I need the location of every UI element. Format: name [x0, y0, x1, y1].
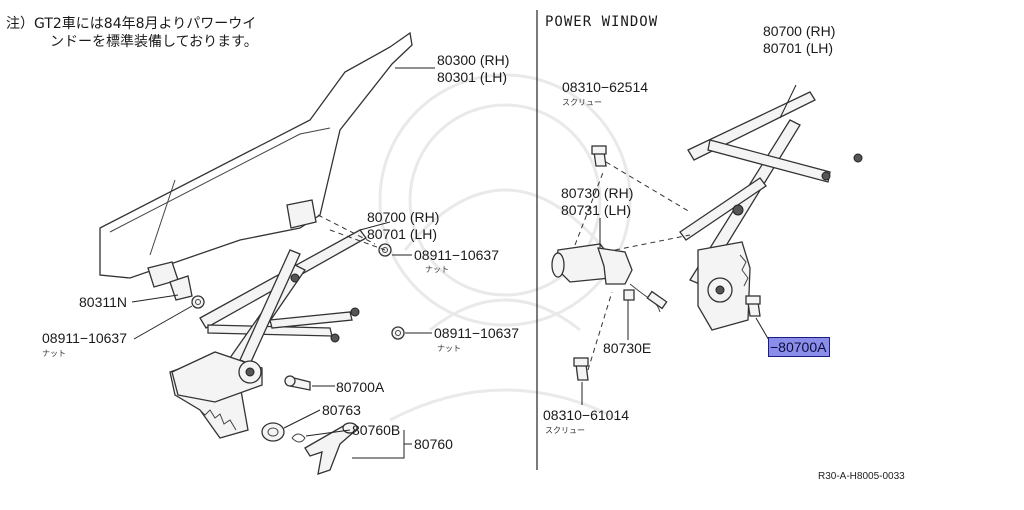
dash-lower-screw	[587, 291, 613, 371]
door-glass	[99, 31, 413, 279]
regulator-base-plate	[171, 351, 263, 403]
watermark-emblem	[378, 73, 632, 422]
label-handle: 80760	[414, 436, 453, 452]
right-regulator-arm-b	[707, 139, 831, 183]
motor-gearbox	[597, 247, 633, 285]
roller-stud	[853, 153, 863, 163]
label-regulator-lh: 80701 (LH)	[367, 226, 438, 242]
label-motor-lh: 80731 (LH)	[561, 202, 632, 218]
door-glass-guide-line	[149, 179, 176, 256]
dash-regulator	[329, 229, 386, 251]
label-washer: 80763	[322, 402, 361, 418]
label-nut-upper: 08911−10637	[414, 247, 499, 263]
label-screw-lower: 08310−61014	[543, 407, 630, 423]
label-nut-upper-sub: ナット	[425, 265, 449, 274]
nut-mid-hole	[395, 330, 401, 336]
roller-stud	[350, 307, 360, 317]
handle-clip-80760b	[291, 433, 306, 443]
right-regulator-arm-c	[679, 177, 767, 241]
label-nut-mid-sub: ナット	[437, 344, 461, 353]
leader-regulator	[359, 221, 391, 231]
label-nut-left-sub: ナット	[42, 349, 66, 358]
label-glass-rh: 80300 (RH)	[437, 52, 510, 68]
label-glass-lh: 80301 (LH)	[437, 69, 508, 85]
regulator-arm-c	[239, 249, 301, 365]
roller-stud	[290, 273, 300, 283]
roller-stud	[330, 333, 340, 343]
section-title: POWER WINDOW	[545, 14, 659, 30]
leader-clip	[131, 294, 179, 303]
motor-plug	[646, 290, 668, 310]
right-drive-gear-hub	[715, 285, 725, 295]
label-screw-lower-sub: スクリュー	[545, 426, 585, 435]
bolt-head	[284, 375, 296, 387]
leader-handle-clip	[305, 429, 351, 437]
screw-head	[573, 357, 589, 367]
leader-bolt-highlighted	[755, 317, 771, 343]
label-motor-part: 80730E	[603, 340, 652, 356]
bolt-head	[745, 295, 761, 305]
washer-inner	[267, 427, 279, 437]
roller-stud	[821, 171, 831, 181]
drive-gear-hub	[245, 367, 255, 377]
screw-head	[591, 145, 607, 155]
washer-80763	[261, 422, 285, 442]
nut-mid	[391, 326, 405, 340]
label-screw-upper-sub: スクリュー	[562, 98, 602, 107]
glass-channel-bracket	[286, 199, 317, 229]
label-handle-clip: 80760B	[352, 422, 401, 438]
dash-motor-to-regulator	[614, 234, 691, 251]
gear-teeth	[199, 409, 237, 431]
label-clip: 80311N	[79, 294, 128, 310]
label-regulator-rh: 80700 (RH)	[367, 209, 440, 225]
label-motor-rh: 80730 (RH)	[561, 185, 634, 201]
dash-screw-to-regulator	[605, 161, 691, 213]
motor-end-cap	[551, 252, 565, 278]
label-right-regulator-lh: 80701 (LH)	[763, 40, 834, 56]
nut-upper-hole	[382, 247, 388, 253]
door-glass-inner-edge	[109, 127, 331, 233]
label-nut-mid: 08911−10637	[434, 325, 519, 341]
note-line-2: ンドーを標準装備しております。	[50, 34, 258, 50]
dash-motor-up	[574, 169, 605, 246]
label-right-regulator-rh: 80700 (RH)	[763, 23, 836, 39]
glass-clip-80311n	[169, 275, 193, 301]
bracket-80760	[352, 430, 412, 459]
roller-stud	[732, 204, 744, 216]
regulator-arm-b	[269, 311, 353, 329]
leader-washer	[283, 409, 321, 429]
label-screw-upper: 08310−62514	[562, 79, 649, 95]
nut-left	[191, 295, 205, 309]
note-line-1: 注）GT2車には84年8月よりパワーウイ	[6, 16, 257, 32]
motor-connector-80730e	[623, 289, 635, 301]
nut-left-hole	[195, 299, 201, 305]
label-bolt: 80700A	[336, 379, 385, 395]
dash-glass-to-regulator	[317, 214, 376, 245]
highlighted-part-80700a[interactable]: −80700A	[768, 337, 831, 357]
label-nut-left: 08911−10637	[42, 330, 127, 346]
leader-nut-left	[133, 305, 193, 340]
regulator-lower-rail	[207, 324, 333, 337]
right-gear-teeth	[739, 254, 749, 287]
drawing-reference: R30-A-H8005-0033	[818, 471, 905, 482]
leader-right-regulator	[779, 84, 797, 119]
